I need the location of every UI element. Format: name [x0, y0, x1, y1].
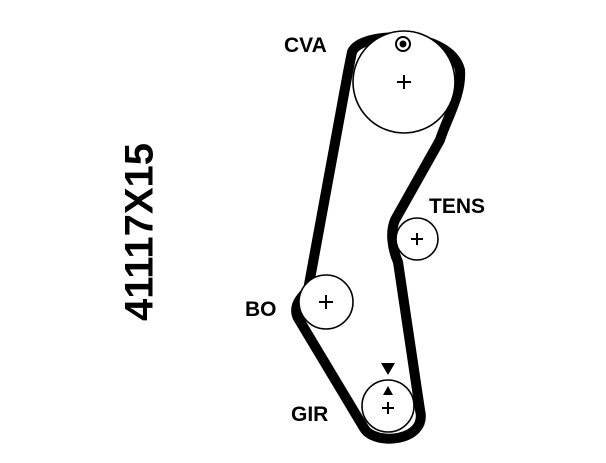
- plus-icon: [397, 75, 411, 89]
- timing-arrow-icon: [381, 363, 395, 395]
- part-number: 41117X15: [118, 143, 162, 321]
- timing-mark-icon: [395, 36, 411, 52]
- pulley-gir: [361, 363, 415, 433]
- label-bo: BO: [245, 298, 277, 321]
- plus-icon: [411, 233, 423, 245]
- pulley-bo: [298, 274, 354, 330]
- plus-icon: [382, 402, 394, 414]
- label-cva: CVA: [284, 34, 327, 57]
- label-gir: GIR: [291, 403, 328, 426]
- label-tens: TENS: [429, 195, 485, 218]
- plus-icon: [319, 295, 333, 309]
- pulley-tens: [395, 217, 439, 261]
- pulley-cva: [352, 30, 456, 134]
